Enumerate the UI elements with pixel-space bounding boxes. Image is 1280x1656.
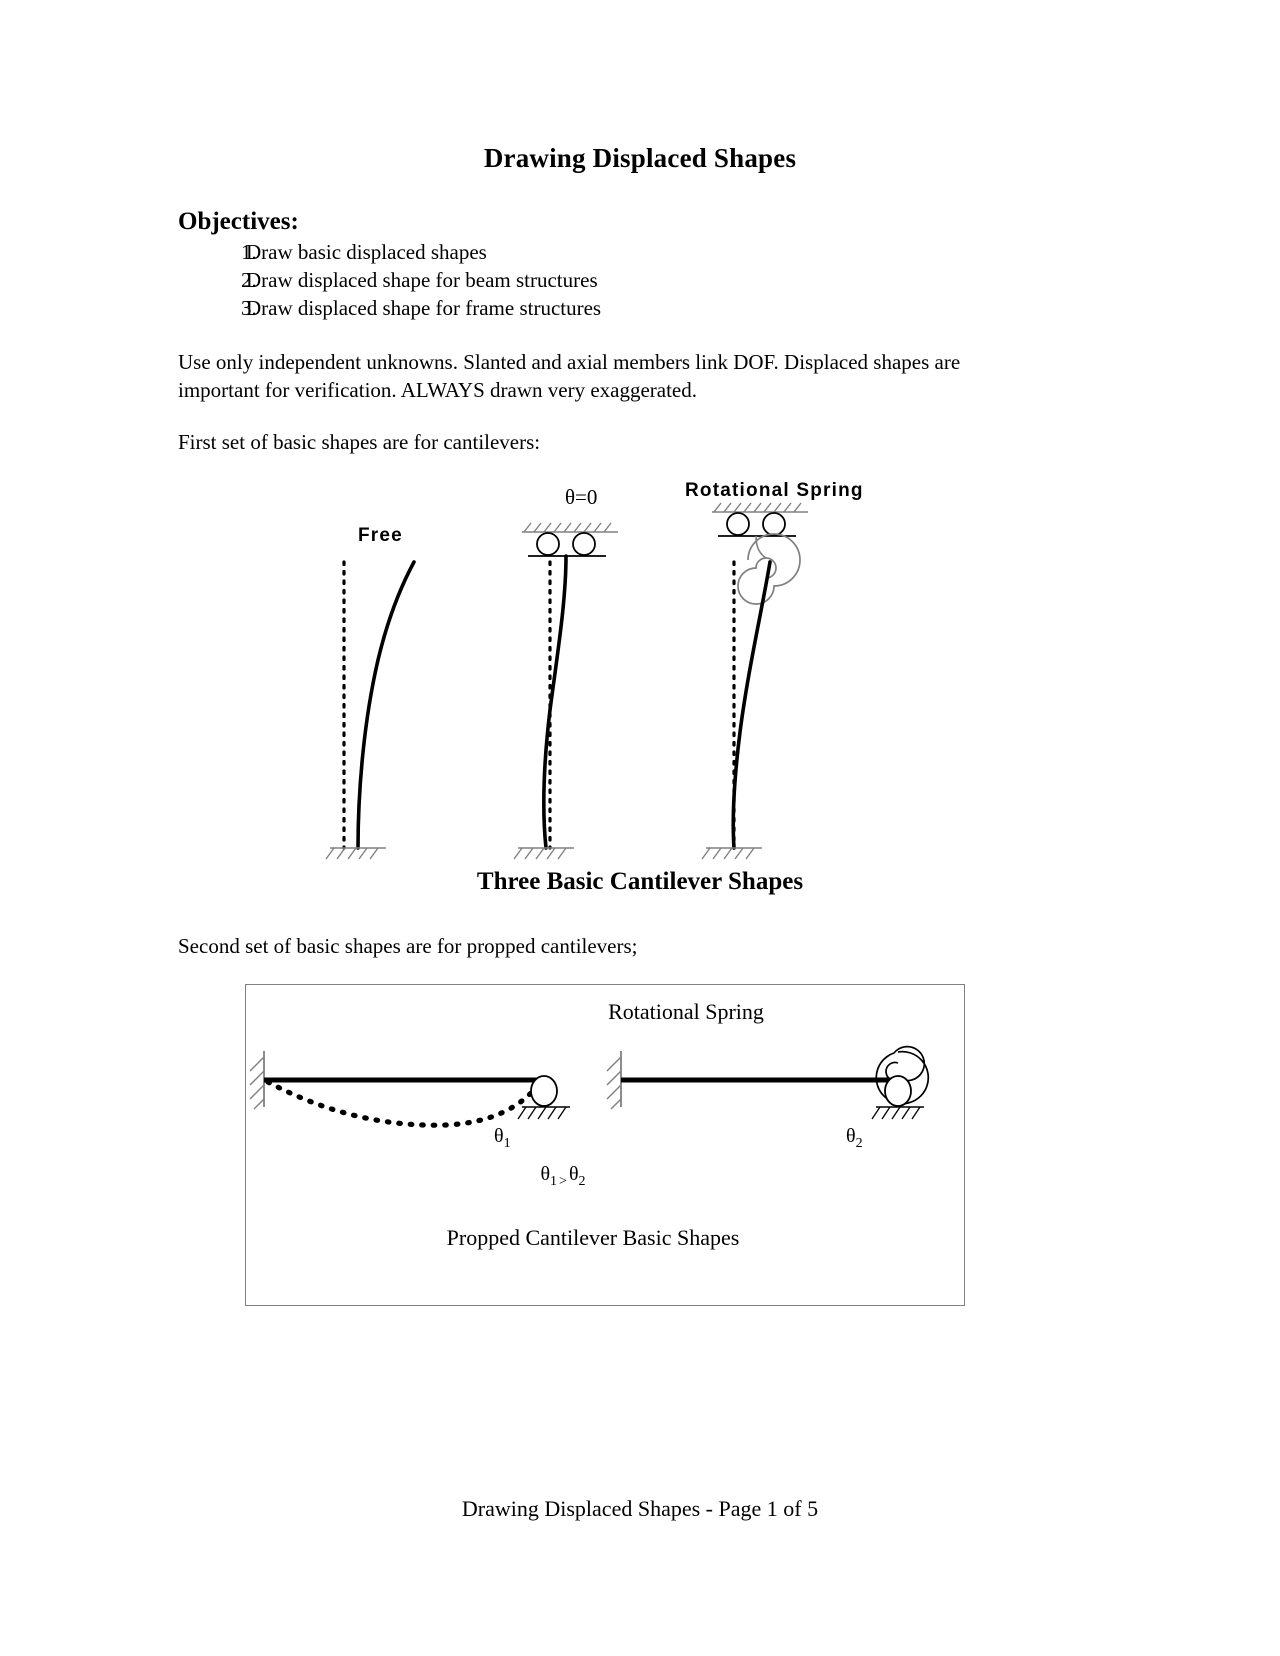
fixed-support (325, 847, 387, 860)
roller-support (884, 1075, 912, 1107)
figure-propped-cantilevers: Rotational Spring (245, 984, 965, 1306)
roller-circle (572, 532, 596, 556)
list-item-text: Draw displaced shape for beam structures (246, 268, 598, 292)
figure-caption-three-cantilevers: Three Basic Cantilever Shapes (476, 868, 804, 895)
ground-hatching (517, 1106, 571, 1120)
list-item-number: 1. (241, 240, 257, 264)
paragraph-use-unknowns: Use only independent unknowns. Slanted a… (178, 350, 961, 402)
fixed-support (701, 847, 763, 860)
objectives-heading: Objectives: (178, 208, 299, 235)
wall-fixed-support (606, 1050, 622, 1110)
ground-hatching (871, 1106, 925, 1120)
page-title: Drawing Displaced Shapes (483, 143, 797, 173)
label-free: Free (358, 525, 403, 546)
page-footer: Drawing Displaced Shapes - Page 1 of 5 (461, 1496, 819, 1521)
list-item-text: Draw displaced shape for frame structure… (246, 296, 602, 320)
label-theta-relation: θ1>θ2 (540, 1163, 586, 1189)
roller-circle (762, 512, 786, 536)
label-rotational-spring: Rotational Spring (608, 999, 764, 1024)
label-theta-zero: θ=0 (565, 485, 598, 509)
deflected-shape-dotted (265, 1079, 541, 1128)
list-item: 1. Draw basic displaced shapes (178, 240, 978, 268)
cantilever-theta-zero (513, 522, 619, 860)
figure-three-cantilevers: Free θ=0 Rotational Spring (300, 470, 960, 870)
support-hatching (711, 502, 809, 513)
cantilever-rotational-spring (701, 502, 809, 860)
list-item: 3. Draw displaced shape for frame struct… (178, 296, 978, 324)
fixed-support (513, 847, 575, 860)
list-item-number: 2. (241, 268, 257, 292)
list-item-text: Draw basic displaced shapes (246, 240, 487, 264)
propped-cantilever-svg (249, 1045, 930, 1128)
deflected-shape-curve (542, 554, 568, 850)
wall-fixed-support (249, 1050, 265, 1110)
cantilever-diagrams-svg (325, 502, 809, 860)
paragraph-first-set: First set of basic shapes are for cantil… (178, 430, 541, 454)
roller-circle (726, 512, 750, 536)
label-theta1: θ1 (494, 1125, 511, 1151)
figure-caption-propped: Propped Cantilever Basic Shapes (446, 1225, 740, 1250)
beam-theta1 (249, 1050, 571, 1128)
spring-lead (755, 535, 767, 559)
cantilever-free (325, 560, 416, 860)
objectives-list: 1. Draw basic displaced shapes 2. Draw d… (178, 240, 978, 324)
paragraph-second-set: Second set of basic shapes are for propp… (178, 934, 638, 958)
deflected-shape-curve (356, 560, 416, 850)
beam-theta2 (606, 1045, 930, 1120)
support-hatching (521, 522, 619, 533)
label-rotational-spring: Rotational Spring (685, 480, 864, 501)
deflected-shape-curve (731, 560, 772, 850)
list-item-number: 3. (241, 296, 257, 320)
roller-support (530, 1075, 558, 1107)
label-theta2: θ2 (846, 1125, 863, 1151)
list-item: 2. Draw displaced shape for beam structu… (178, 268, 978, 296)
roller-circle (536, 532, 560, 556)
